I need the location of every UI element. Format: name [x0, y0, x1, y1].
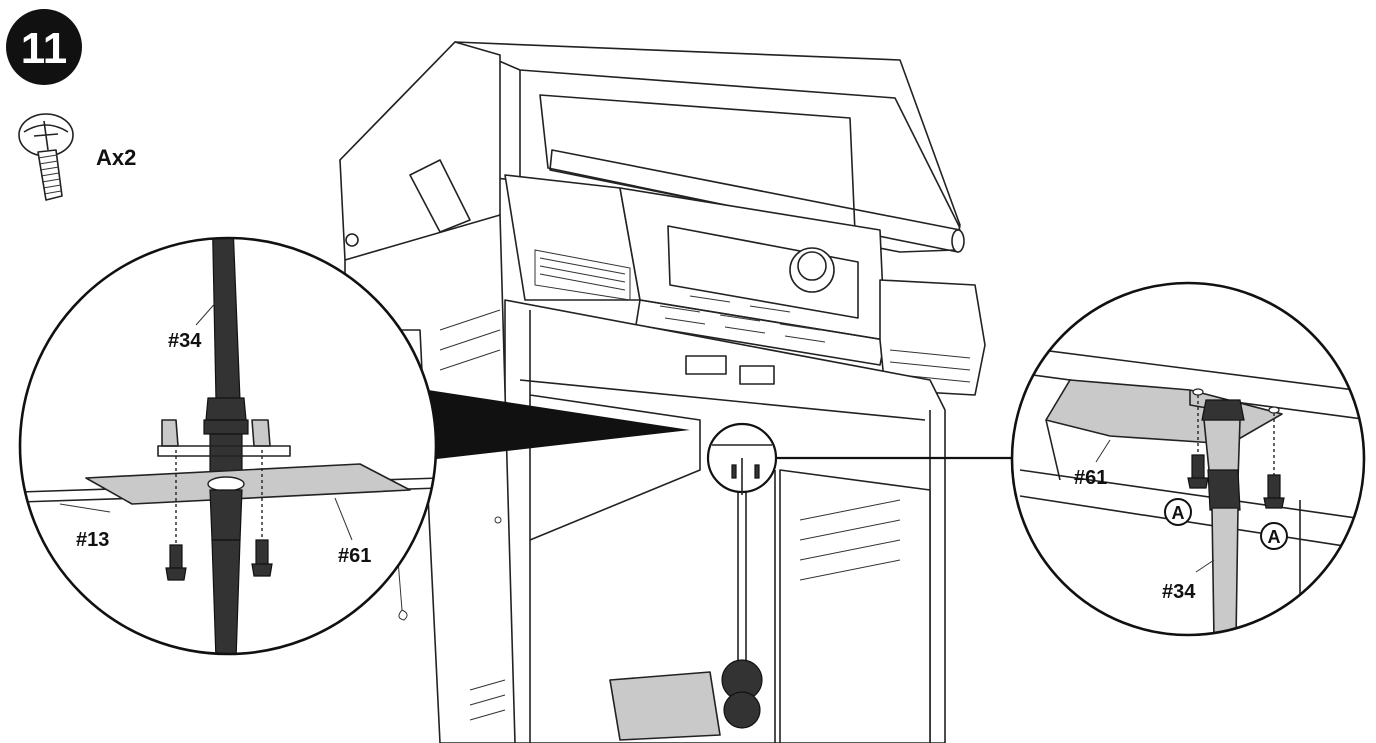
left-detail-view	[18, 236, 438, 656]
callout-bracket-61-right: #61	[1074, 467, 1107, 489]
callout-screw-a-left: A	[1172, 503, 1185, 523]
callout-panel-13: #13	[76, 529, 109, 551]
callout-screw-a-right: A	[1268, 527, 1281, 547]
hardware-quantity-label: Ax2	[96, 145, 136, 170]
callout-hose-34-left: #34	[168, 330, 202, 352]
left-detail-pointer	[428, 390, 690, 460]
step-number: 11	[21, 24, 68, 73]
step-badge: 11	[6, 9, 82, 85]
right-detail-view	[1010, 281, 1366, 637]
grill-illustration	[339, 41, 986, 743]
screw-icon	[18, 113, 74, 201]
callout-bracket-61-left: #61	[338, 545, 371, 567]
callout-hose-34-right: #34	[1162, 581, 1196, 603]
